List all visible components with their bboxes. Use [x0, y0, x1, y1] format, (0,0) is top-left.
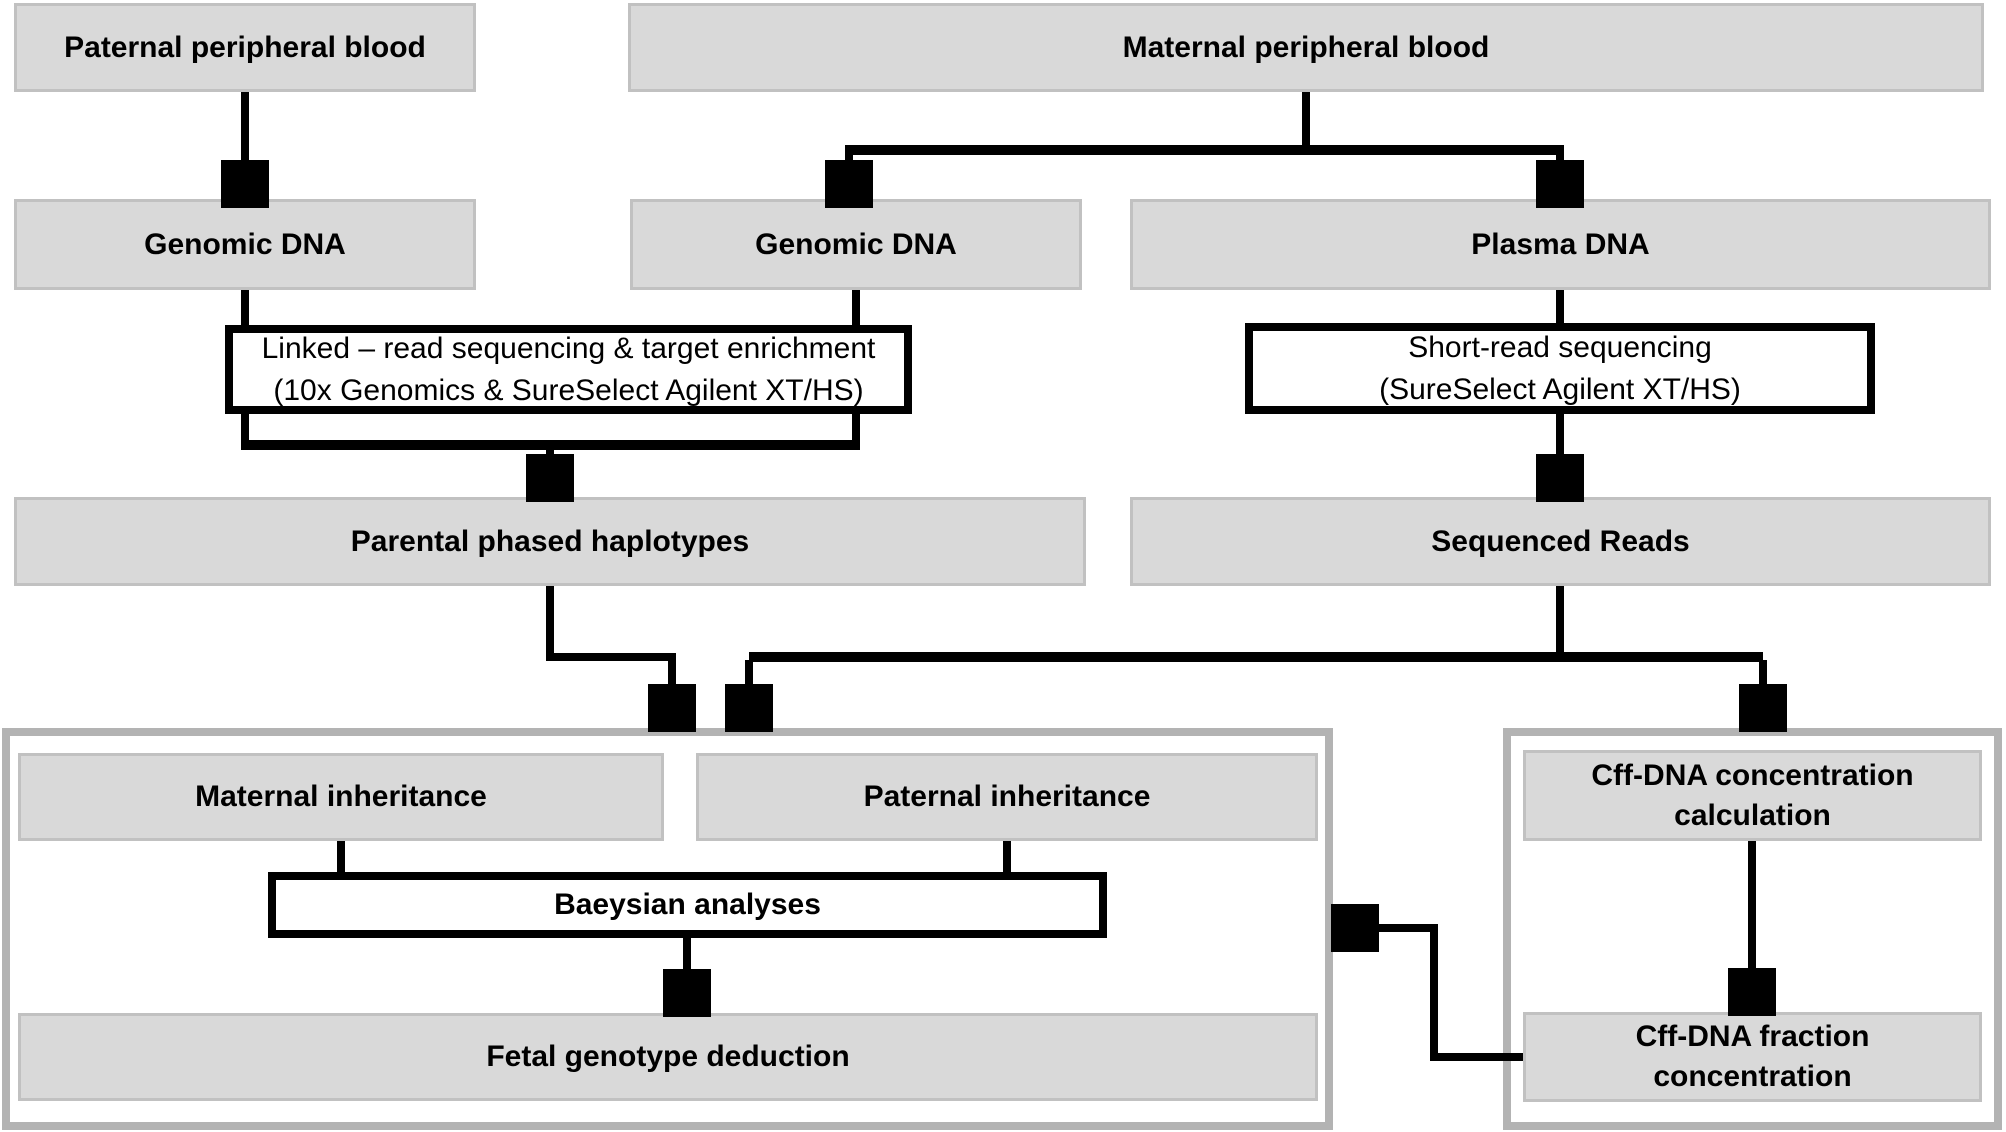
node-maternal-peripheral-blood: Maternal peripheral blood: [628, 3, 1984, 92]
node-maternal-inheritance-label: Maternal inheritance: [195, 780, 487, 814]
process-linked-read-sequencing-line2: (10x Genomics & SureSelect Agilent XT/HS…: [273, 373, 864, 407]
container-cff-dna: Cff-DNA concentration calculation Cff-DN…: [1503, 728, 2002, 1130]
node-parental-phased-haplotypes-label: Parental phased haplotypes: [350, 524, 750, 558]
node-genomic-dna-paternal: Genomic DNA: [14, 199, 476, 290]
node-sequenced-reads: Sequenced Reads: [1130, 497, 1991, 586]
container-fetal-analysis: Maternal inheritance Paternal inheritanc…: [2, 728, 1333, 1130]
arrow-cff-fraction-to-analysis-container: [1342, 928, 1523, 1061]
node-cff-dna-concentration-line2: calculation: [1674, 798, 1831, 832]
node-paternal-peripheral-blood-label: Paternal peripheral blood: [64, 30, 426, 64]
node-fetal-genotype-deduction: Fetal genotype deduction: [18, 1013, 1318, 1101]
process-short-read-sequencing-line2: (SureSelect Agilent XT/HS): [1379, 372, 1741, 406]
process-linked-read-sequencing-line1: Linked – read sequencing & target enrich…: [261, 331, 876, 365]
process-linked-read-sequencing: Linked – read sequencing & target enrich…: [225, 325, 912, 414]
node-cff-dna-fraction-line2: concentration: [1653, 1060, 1852, 1093]
process-short-read-sequencing: Short-read sequencing (SureSelect Agilen…: [1245, 323, 1875, 414]
node-cff-dna-fraction-concentration: Cff-DNA fraction concentration: [1523, 1012, 1982, 1102]
node-sequenced-reads-label: Sequenced Reads: [1431, 524, 1690, 558]
node-cff-dna-fraction-line1: Cff-DNA fraction: [1635, 1020, 1870, 1054]
node-plasma-dna-label: Plasma DNA: [1471, 227, 1650, 261]
node-genomic-dna-maternal: Genomic DNA: [630, 199, 1082, 290]
node-parental-phased-haplotypes: Parental phased haplotypes: [14, 497, 1086, 586]
node-cff-dna-concentration-calculation: Cff-DNA concentration calculation: [1523, 750, 1982, 841]
node-maternal-inheritance: Maternal inheritance: [18, 753, 664, 841]
process-bayesian-analyses: Baeysian analyses: [268, 872, 1107, 938]
node-fetal-genotype-deduction-label: Fetal genotype deduction: [486, 1040, 850, 1074]
node-genomic-dna-paternal-label: Genomic DNA: [144, 227, 346, 261]
node-paternal-inheritance-label: Paternal inheritance: [863, 780, 1151, 814]
process-short-read-sequencing-line1: Short-read sequencing: [1408, 330, 1712, 364]
node-paternal-peripheral-blood: Paternal peripheral blood: [14, 3, 476, 92]
node-maternal-peripheral-blood-label: Maternal peripheral blood: [1122, 30, 1490, 64]
arrow-parental-haplotypes-to-analysis-container: [546, 586, 672, 721]
node-cff-dna-concentration-line1: Cff-DNA concentration: [1591, 758, 1914, 792]
process-bayesian-analyses-label: Baeysian analyses: [554, 888, 821, 921]
node-plasma-dna: Plasma DNA: [1130, 199, 1991, 290]
node-paternal-inheritance: Paternal inheritance: [696, 753, 1318, 841]
node-genomic-dna-maternal-label: Genomic DNA: [755, 227, 957, 261]
